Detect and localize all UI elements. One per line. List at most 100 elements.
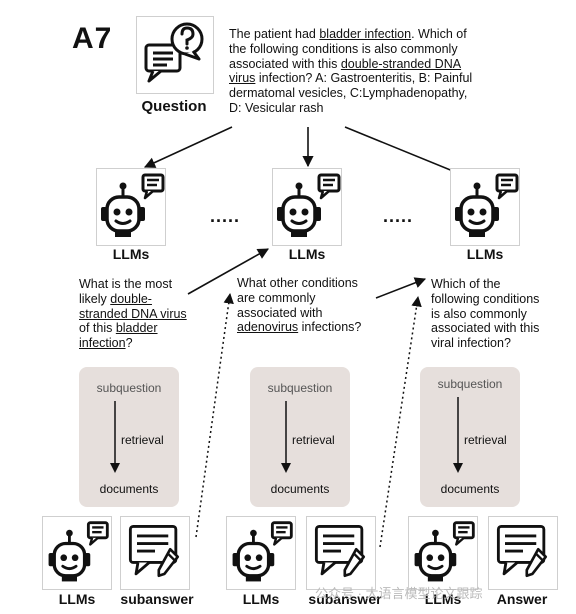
text-segment: D: Vesicular rash <box>229 100 324 115</box>
bottom-llm-1 <box>42 516 112 590</box>
watermark: 公众号 · 大语言模型论文跟踪 <box>315 586 483 601</box>
underlined-term: double-stranded DNA <box>340 56 462 71</box>
panel-retrieval-label: retrieval <box>464 433 507 447</box>
underlined-term: stranded DNA virus <box>79 306 187 321</box>
bottom-llm-3 <box>408 516 478 590</box>
robot-chat-icon <box>232 521 293 582</box>
question-text-line: The patient had bladder infection. Which… <box>229 27 519 42</box>
underlined-term: bladder infection <box>319 27 412 41</box>
subanswer-1-label: subanswer <box>120 591 194 607</box>
arrow-question-to-llm-3 <box>344 126 472 180</box>
text-segment: associated with this <box>431 321 540 336</box>
panel-documents-label: documents <box>270 482 330 496</box>
text-segment: following conditions <box>431 291 540 306</box>
subanswer-2-label: subanswer <box>308 591 382 607</box>
question-text-line: D: Vesicular rash <box>229 101 519 116</box>
question-text-line: the following conditions is also commonl… <box>229 42 519 57</box>
llm-node-2-label: LLMs <box>288 246 326 262</box>
question-label: Question <box>141 98 207 115</box>
text-segment: What other conditions <box>237 276 358 290</box>
robot-chat-icon <box>277 173 341 237</box>
panel-subquestion-label: subquestion <box>267 381 333 395</box>
document-pencil-icon <box>128 525 180 578</box>
underlined-term: adenovirus <box>237 320 299 335</box>
retrieval-arrow <box>281 401 291 473</box>
text-segment: . Which of <box>411 27 467 41</box>
question-chat-icon <box>144 22 204 83</box>
question-text-line: dermatomal vesicles, C:Lymphadenopathy, <box>229 86 519 101</box>
panel-id: A7 <box>72 22 113 55</box>
text-segment: What is the most <box>79 277 173 291</box>
text-segment: dermatomal vesicles, C:Lymphadenopathy, <box>229 86 468 101</box>
question-text-line: virus infection? A: Gastroenteritis, B: … <box>229 71 519 86</box>
subquestion-3-line: Which of the <box>431 277 571 292</box>
panel-documents-label: documents <box>99 482 159 496</box>
underlined-term: bladder <box>115 321 158 336</box>
text-segment: is also commonly <box>431 306 527 321</box>
subquestion-3-line: is also commonly <box>431 307 571 322</box>
text-segment: infection? A: Gastroenteritis, B: Painfu… <box>255 71 473 86</box>
arrow-subanswer-2-to-llm-3 <box>379 295 422 548</box>
text-segment: associated with this <box>229 56 341 71</box>
text-segment: of this <box>79 321 116 336</box>
panel-subquestion-label: subquestion <box>437 377 503 391</box>
panel-retrieval-label: retrieval <box>292 433 335 447</box>
bottom-llm-3-label: LLMs <box>424 591 462 607</box>
subanswer-2 <box>306 516 376 590</box>
subquestion-2-line: are commonly <box>237 291 387 306</box>
subanswer-1 <box>120 516 190 590</box>
underlined-term: virus <box>229 71 256 86</box>
text-segment: likely <box>79 291 111 306</box>
llm-node-1 <box>96 168 166 246</box>
underlined-term: double- <box>110 291 152 306</box>
llm-node-2 <box>272 168 342 246</box>
text-segment: The patient had <box>229 27 320 41</box>
robot-chat-icon <box>48 521 109 582</box>
arrow-subanswer-1-to-llm-2 <box>195 292 234 538</box>
subquestion-1-line: What is the most <box>79 277 219 292</box>
text-segment: Which of the <box>431 277 501 291</box>
arrow-question-to-llm-1 <box>143 126 233 168</box>
document-pencil-icon <box>314 525 366 578</box>
retrieval-arrow <box>453 397 463 473</box>
bottom-llm-2-label: LLMs <box>242 591 280 607</box>
panel-subquestion-label: subquestion <box>96 381 162 395</box>
ellipsis-1: ..... <box>210 206 241 226</box>
subquestion-3-line: viral infection? <box>431 336 571 351</box>
text-segment: infections? <box>298 320 362 335</box>
robot-chat-icon <box>455 173 519 237</box>
text-segment: viral infection? <box>431 336 511 351</box>
panel-retrieval-label: retrieval <box>121 433 164 447</box>
robot-chat-icon <box>414 521 475 582</box>
llm-node-3-label: LLMs <box>466 246 504 262</box>
subquestion-2-line: adenovirus infections? <box>237 320 387 335</box>
retrieval-panel-2: subquestion retrieval documents <box>250 367 350 507</box>
bottom-llm-1-label: LLMs <box>58 591 96 607</box>
robot-chat-icon <box>101 173 165 237</box>
question-text: The patient had bladder infection. Which… <box>229 27 519 116</box>
text-segment: the following conditions is also commonl… <box>229 41 458 56</box>
subquestion-3-line: associated with this <box>431 321 571 336</box>
subquestion-2-line: What other conditions <box>237 276 387 291</box>
arrow-subq-1-to-llm-2 <box>187 248 269 295</box>
document-pencil-icon <box>496 525 548 578</box>
retrieval-panel-3: subquestion retrieval documents <box>420 367 520 507</box>
answer-node-label: Answer <box>496 591 548 607</box>
question-icon-box <box>136 16 214 94</box>
text-segment: are commonly <box>237 290 316 305</box>
question-text-line: associated with this double-stranded DNA <box>229 57 519 72</box>
subquestion-2-line: associated with <box>237 306 387 321</box>
subquestion-1-line: infection? <box>79 336 219 351</box>
subquestion-1-line: stranded DNA virus <box>79 307 219 322</box>
text-segment: associated with <box>237 305 323 320</box>
bottom-llm-2 <box>226 516 296 590</box>
subquestion-1-line: of this bladder <box>79 321 219 336</box>
arrow-subq-2-to-llm-3 <box>375 277 427 299</box>
panel-documents-label: documents <box>440 482 500 496</box>
subquestion-3-line: following conditions <box>431 292 571 307</box>
subquestion-1-line: likely double- <box>79 292 219 307</box>
